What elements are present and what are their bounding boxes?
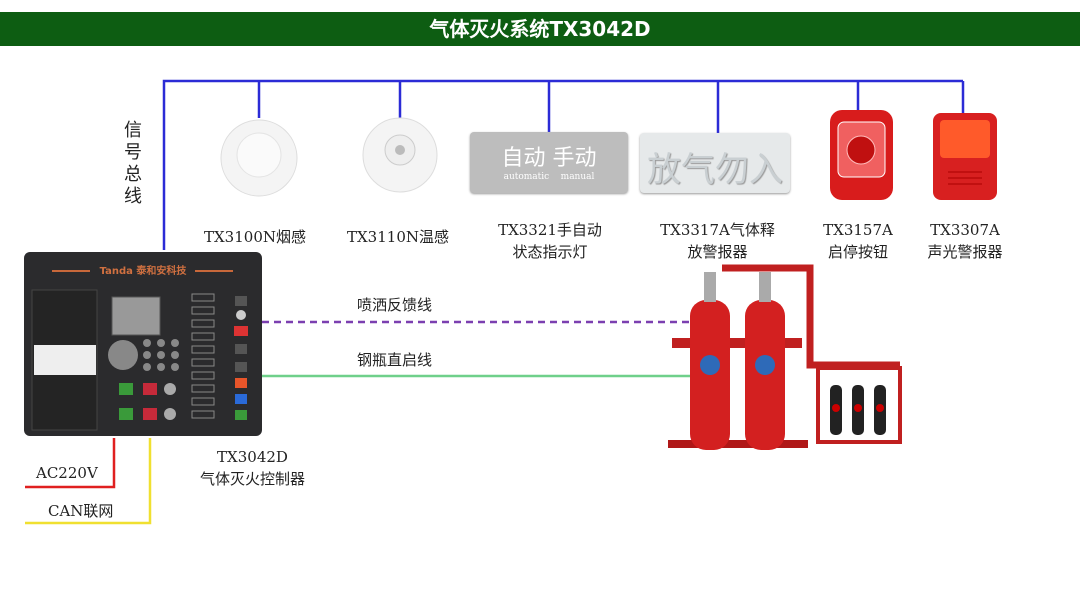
auto-manual-indicator: 自动 手动 automatic manual (470, 132, 628, 193)
gas-cylinder-group-icon (668, 264, 902, 450)
can-label: CAN联网 (48, 502, 114, 520)
bus-label: 信号总线 (124, 120, 142, 207)
strobe-alarm-icon (933, 113, 997, 200)
signal-bus (162, 79, 965, 250)
device-label-indicator: TX3321手自动状态指示灯 (498, 221, 602, 261)
device-label-smoke: TX3100N烟感 (204, 228, 306, 246)
gas-release-alarm: 放气勿入 (640, 133, 790, 193)
indicator-text: 自动 手动 (501, 146, 597, 171)
can-line (25, 438, 152, 525)
smoke-detector-icon (220, 119, 298, 197)
alarm-sign-text: 放气勿入 (647, 150, 783, 190)
power-line (25, 438, 116, 489)
heat-detector-icon (362, 117, 438, 193)
power-label: AC220V (36, 464, 98, 482)
feedback-line-label: 喷洒反馈线 (357, 296, 433, 314)
direct-start-line-label: 钢瓶直启线 (357, 351, 433, 369)
controller-brand: Tanda 泰和安科技 (99, 266, 187, 277)
device-label-release-alarm: TX3317A气体释放警报器 (660, 221, 775, 261)
device-label-heat: TX3110N温感 (347, 228, 449, 246)
start-stop-button-icon (830, 110, 893, 200)
controller-panel-icon (24, 252, 262, 436)
page-title: 气体灭火系统TX3042D (0, 12, 1080, 46)
indicator-subtext: automatic manual (503, 172, 595, 182)
